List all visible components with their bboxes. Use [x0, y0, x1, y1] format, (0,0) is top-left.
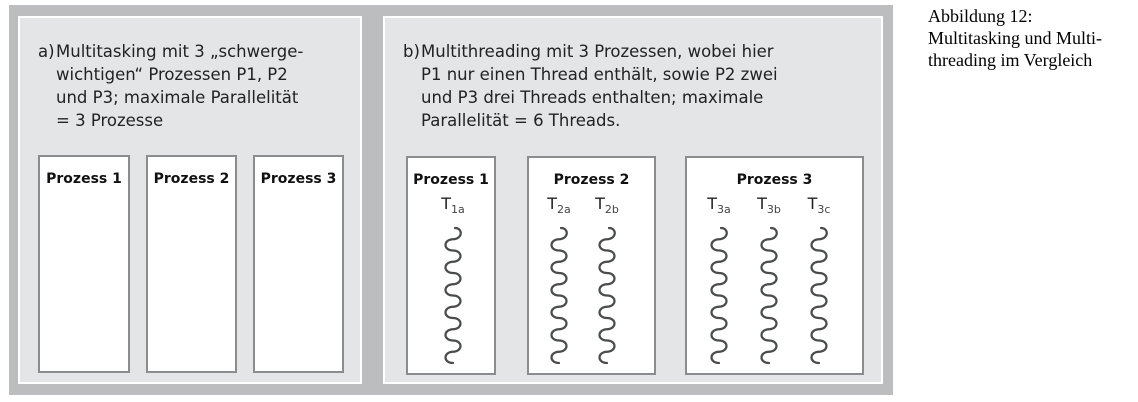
thread-label: T3c [807, 194, 831, 217]
process-box-2: Prozess 2 T2a T2b [527, 156, 656, 375]
thread-wave-icon [598, 226, 616, 365]
thread-label: T1a [441, 194, 465, 217]
thread-wave-icon [810, 226, 828, 365]
thread-wave-icon [760, 226, 778, 365]
text-line: Parallelität = 6 Threads. [421, 111, 621, 130]
figure-caption: Abbildung 12: Multitasking und Multi- th… [928, 5, 1102, 71]
process-title: Prozess 1 [46, 171, 122, 187]
text-line: wichtigen“ Prozessen P1, P2 [56, 65, 288, 84]
process-box-3: Prozess 3 T3a T3b T3c [685, 156, 864, 375]
panel-a-label: a) [38, 42, 55, 61]
thread-label: T2b [595, 194, 619, 217]
panel-b-description: b) Multithreading mit 3 Prozessen, wobei… [403, 40, 778, 132]
thread-label: T3a [707, 194, 731, 217]
text-line: = 3 Prozesse [56, 111, 164, 130]
thread-wave-icon [550, 226, 568, 365]
process-box-1: Prozess 1 [38, 155, 130, 373]
panel-multitasking: a) Multitasking mit 3 „schwerge- wichtig… [18, 16, 362, 384]
panel-b-label: b) [403, 42, 420, 61]
text-line: Multithreading mit 3 Prozessen, wobei hi… [421, 42, 774, 61]
thread-wave-icon [710, 226, 728, 365]
text-line: P1 nur einen Thread enthält, sowie P2 zw… [421, 65, 778, 84]
process-box-2: Prozess 2 [146, 155, 237, 373]
process-title: Prozess 3 [260, 171, 337, 187]
thread-label: T3b [757, 194, 781, 217]
process-title: Prozess 3 [736, 172, 813, 188]
panel-multithreading: b) Multithreading mit 3 Prozessen, wobei… [383, 16, 883, 384]
caption-line: Multitasking und Multi- [928, 28, 1103, 48]
caption-line: Abbildung 12: [928, 6, 1033, 26]
caption-line: threading im Vergleich [928, 50, 1093, 70]
process-title: Prozess 2 [553, 172, 630, 188]
thread-wave-icon [444, 226, 462, 365]
text-line: und P3; maximale Parallelität [56, 88, 299, 107]
figure-frame: a) Multitasking mit 3 „schwerge- wichtig… [9, 5, 893, 395]
panel-a-description: a) Multitasking mit 3 „schwerge- wichtig… [38, 40, 304, 132]
process-title: Prozess 2 [153, 171, 230, 187]
text-line: und P3 drei Threads enthalten; maximale [421, 88, 764, 107]
process-box-1: Prozess 1 T1a [406, 156, 496, 375]
process-title: Prozess 1 [413, 172, 489, 188]
thread-label: T2a [547, 194, 571, 217]
text-line: Multitasking mit 3 „schwerge- [56, 42, 304, 61]
process-box-3: Prozess 3 [253, 155, 344, 373]
